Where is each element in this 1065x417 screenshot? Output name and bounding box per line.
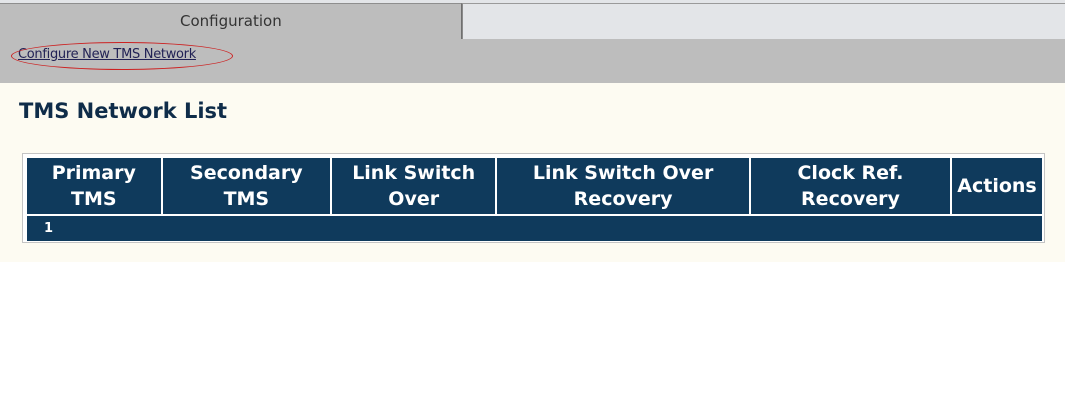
column-header-primary-tms[interactable]: Primary TMS — [27, 158, 161, 214]
app-window: Configuration Configure New TMS Network … — [0, 0, 1065, 262]
tab-configuration-label: Configuration — [180, 12, 282, 30]
tms-network-table-container: Primary TMS Secondary TMS Link Switch Ov… — [22, 153, 1045, 243]
configure-new-tms-network-link[interactable]: Configure New TMS Network — [18, 47, 196, 62]
column-header-secondary-tms[interactable]: Secondary TMS — [162, 158, 331, 214]
tab-configuration[interactable]: Configuration — [0, 3, 462, 40]
column-header-clock-ref-recovery[interactable]: Clock Ref. Recovery — [750, 158, 951, 214]
column-header-link-switch-over-recovery[interactable]: Link Switch Over Recovery — [497, 158, 749, 214]
page-title: TMS Network List — [19, 99, 228, 123]
column-header-actions: Actions — [952, 158, 1042, 214]
table-header-row: Primary TMS Secondary TMS Link Switch Ov… — [27, 158, 1042, 214]
sub-navigation-bar: Configure New TMS Network — [0, 39, 1065, 83]
table-row-index: 1 — [27, 216, 1042, 241]
column-header-link-switch-over[interactable]: Link Switch Over — [332, 158, 496, 214]
tab-bar: Configuration — [0, 0, 1065, 40]
tms-network-table: Primary TMS Secondary TMS Link Switch Ov… — [25, 156, 1044, 243]
tab-bar-empty-area — [462, 3, 1065, 39]
table-row[interactable]: 1 — [27, 216, 1042, 241]
main-content: TMS Network List Primary TMS Secondary T… — [0, 83, 1065, 262]
